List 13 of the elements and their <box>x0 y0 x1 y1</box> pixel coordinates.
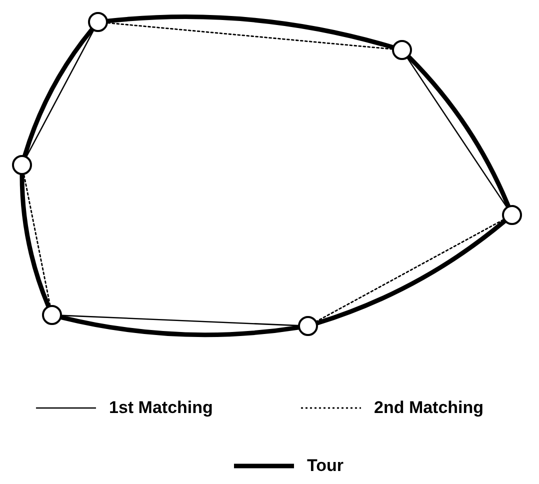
matching-line <box>107 22 393 50</box>
vertex-circle <box>298 316 318 336</box>
vertex-circle <box>12 155 32 175</box>
matching-line <box>61 314 299 326</box>
tour-curve <box>59 315 300 338</box>
legend-label: 1st Matching <box>109 398 213 418</box>
legend-label: Tour <box>307 456 344 476</box>
tour-curve <box>106 14 395 50</box>
vertex-circle <box>392 40 412 60</box>
vertex-circle <box>42 305 62 325</box>
vertex-circle <box>502 205 522 225</box>
legend-label: 2nd Matching <box>374 398 484 418</box>
vertex-circle <box>88 12 108 32</box>
